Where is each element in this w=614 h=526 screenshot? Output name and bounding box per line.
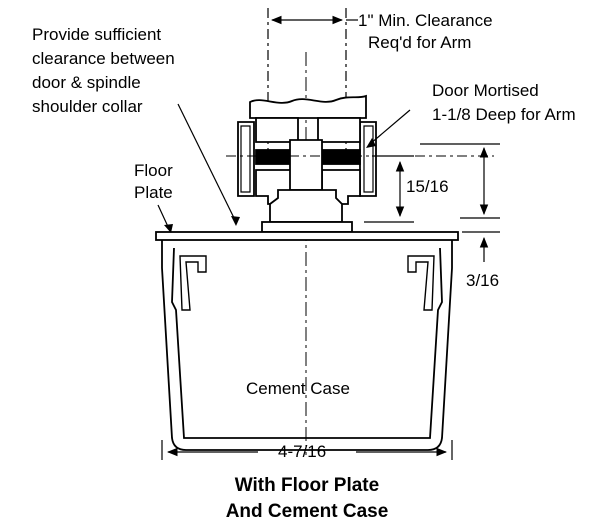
dimension-15-16 bbox=[364, 155, 414, 223]
label-sufficient-line3: door & spindle bbox=[32, 73, 141, 92]
door-arm-assembly bbox=[237, 94, 377, 233]
label-dim-width: 4-7/16 bbox=[278, 442, 327, 461]
label-floor-line1: Floor bbox=[134, 161, 173, 180]
label-sufficient-line2: clearance between bbox=[32, 49, 175, 68]
label-dim-15-16: 15/16 bbox=[406, 177, 449, 196]
floor-plate bbox=[155, 231, 459, 241]
label-floor-line2: Plate bbox=[134, 183, 173, 202]
caption-line1: With Floor Plate bbox=[234, 475, 380, 496]
label-mortised-line1: Door Mortised bbox=[432, 81, 539, 100]
label-mortised-line2: 1-1/8 Deep for Arm bbox=[432, 105, 576, 124]
dimension-mortised bbox=[420, 143, 500, 219]
dimension-3-16 bbox=[462, 231, 500, 262]
dimension-width bbox=[161, 440, 453, 460]
label-sufficient-line4: shoulder collar bbox=[32, 97, 143, 116]
caption-line2: And Cement Case bbox=[225, 501, 389, 522]
label-cement-case: Cement Case bbox=[246, 379, 350, 398]
label-dim-3-16: 3/16 bbox=[466, 271, 500, 290]
label-sufficient-line1: Provide sufficient bbox=[32, 25, 162, 44]
cement-case bbox=[161, 240, 453, 451]
label-clearance-line1: 1" Min. Clearance bbox=[358, 11, 493, 30]
label-clearance-line2: Req'd for Arm bbox=[368, 33, 472, 52]
